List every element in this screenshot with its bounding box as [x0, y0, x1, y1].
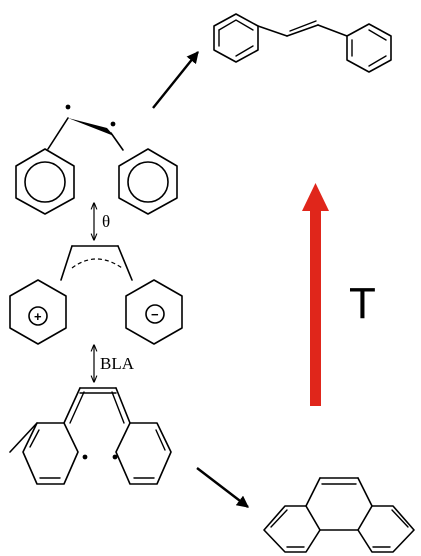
arrow-to-stilbene	[152, 51, 199, 109]
temperature-arrow	[302, 183, 329, 406]
temperature-label: T	[349, 279, 376, 328]
dihydrophenanthrene-molecule	[263, 477, 415, 553]
bla-label: BLA	[100, 354, 135, 373]
arrow-to-dihydrophenanthrene	[196, 467, 249, 508]
stilbene-molecule	[213, 13, 392, 73]
torsion-label: θ	[102, 212, 110, 231]
plus-charge: +	[34, 309, 42, 324]
cis-diradical	[9, 387, 172, 485]
minus-charge: −	[151, 307, 159, 322]
zwitterion: + −	[9, 245, 183, 345]
twisted-diradical	[15, 104, 178, 215]
